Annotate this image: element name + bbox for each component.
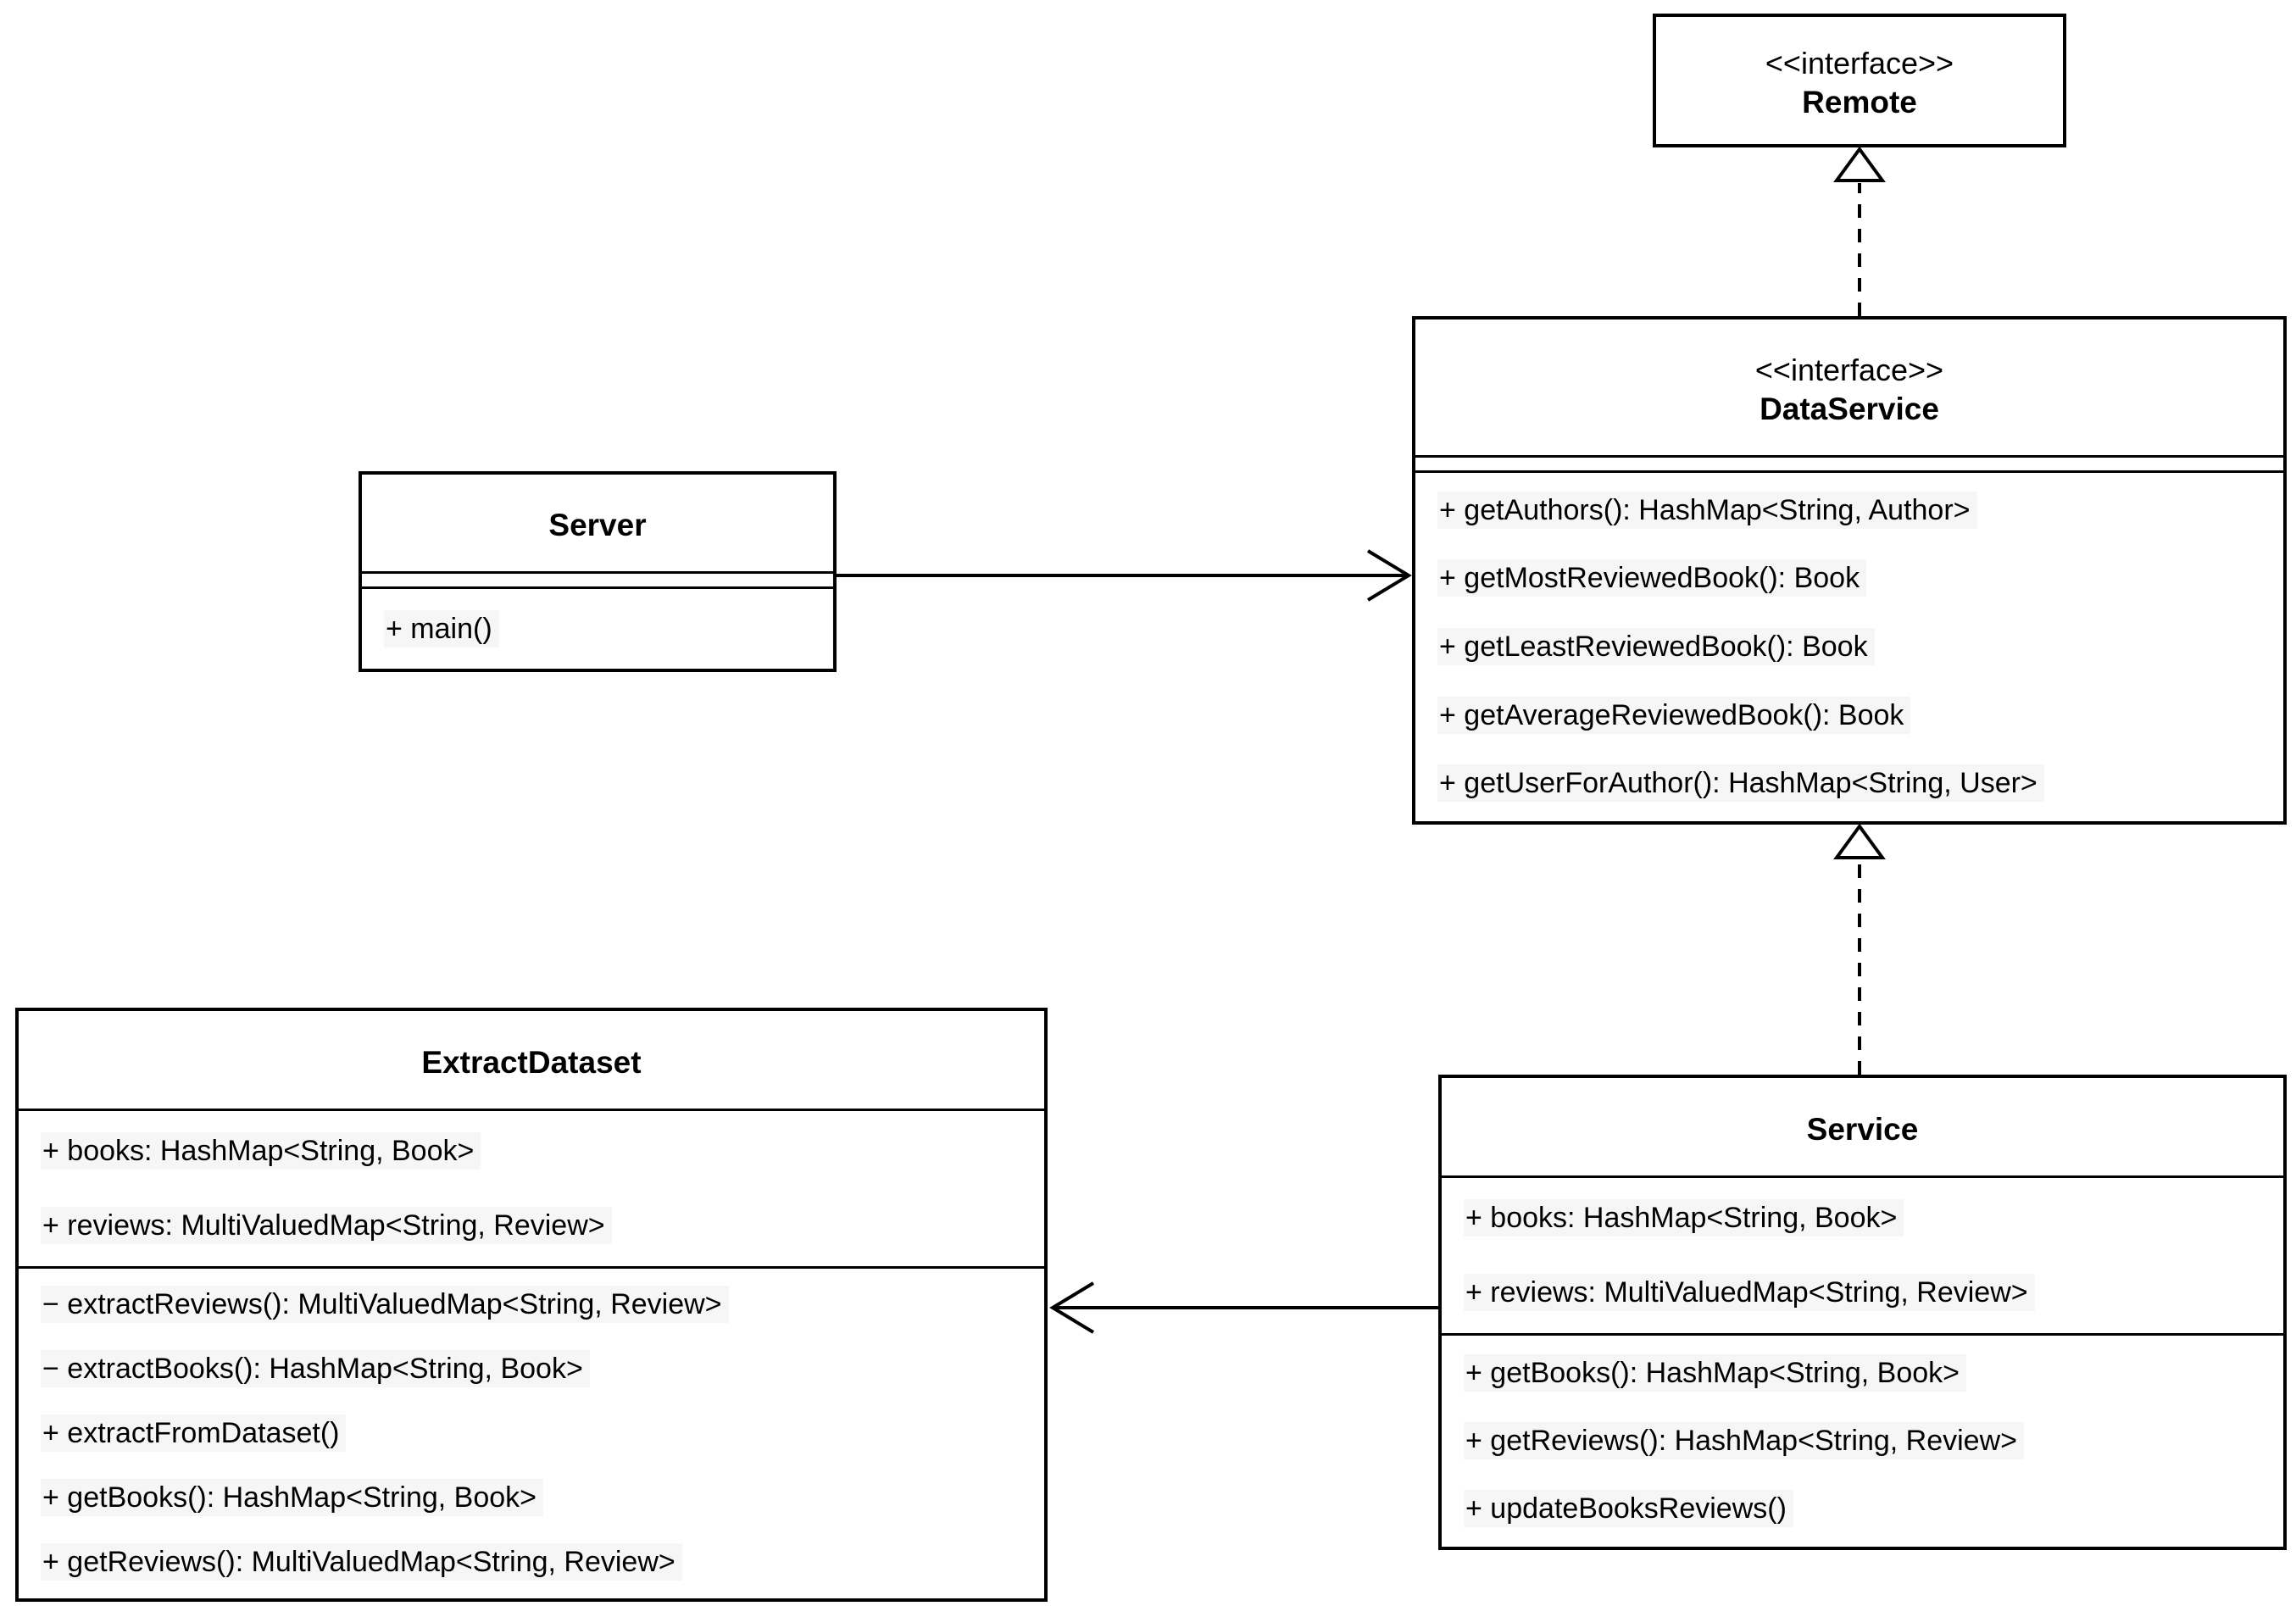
attribute-text: + books: HashMap<String, Book> <box>1464 1199 1904 1237</box>
method-text: + updateBooksReviews() <box>1464 1490 1793 1528</box>
open-arrowhead-icon <box>1049 1281 1095 1334</box>
method-text: + getAverageReviewedBook(): Book <box>1437 696 1911 734</box>
method-row: + getBooks(): HashMap<String, Book> <box>1464 1353 1967 1392</box>
attribute-row: + books: HashMap<String, Book> <box>41 1132 481 1170</box>
method-row: − extractBooks(): HashMap<String, Book> <box>41 1349 590 1387</box>
method-text: + getLeastReviewedBook(): Book <box>1437 627 1875 665</box>
method-row: − extractReviews(): MultiValuedMap<Strin… <box>41 1285 729 1323</box>
class-title-compartment: <<interface>> DataService <box>1415 320 2283 455</box>
attributes-compartment: + books: HashMap<String, Book> + reviews… <box>1442 1175 2283 1333</box>
method-text: + getBooks(): HashMap<String, Book> <box>1464 1353 1967 1392</box>
methods-compartment: − extractReviews(): MultiValuedMap<Strin… <box>19 1266 1044 1598</box>
method-row: + updateBooksReviews() <box>1464 1490 1793 1528</box>
method-text: + getAuthors(): HashMap<String, Author> <box>1437 491 1977 529</box>
method-text: + main() <box>384 609 499 647</box>
method-text: + getBooks(): HashMap<String, Book> <box>41 1479 544 1517</box>
class-title-compartment: Server <box>362 475 833 571</box>
method-text: + getUserForAuthor(): HashMap<String, Us… <box>1437 764 2044 803</box>
method-row: + getReviews(): MultiValuedMap<String, R… <box>41 1543 682 1581</box>
method-row: + extractFromDataset() <box>41 1414 347 1452</box>
method-text: + getMostReviewedBook(): Book <box>1437 559 1867 597</box>
method-row: + getLeastReviewedBook(): Book <box>1437 627 1875 665</box>
method-row: + getAverageReviewedBook(): Book <box>1437 696 1911 734</box>
attributes-compartment: + books: HashMap<String, Book> + reviews… <box>19 1109 1044 1266</box>
attribute-text: + reviews: MultiValuedMap<String, Review… <box>1464 1273 2035 1311</box>
attribute-text: + books: HashMap<String, Book> <box>41 1132 481 1170</box>
method-text: + getReviews(): HashMap<String, Review> <box>1464 1421 2024 1459</box>
class-extractdataset: ExtractDataset + books: HashMap<String, … <box>15 1008 1048 1602</box>
attribute-text: + reviews: MultiValuedMap<String, Review… <box>41 1206 612 1244</box>
attributes-compartment-empty <box>362 571 833 586</box>
method-row: + getUserForAuthor(): HashMap<String, Us… <box>1437 764 2044 803</box>
open-arrowhead-icon <box>1366 549 1412 602</box>
method-row: + main() <box>384 609 499 647</box>
method-text: + getReviews(): MultiValuedMap<String, R… <box>41 1543 682 1581</box>
method-text: + extractFromDataset() <box>41 1414 347 1452</box>
method-row: + getReviews(): HashMap<String, Review> <box>1464 1421 2024 1459</box>
attributes-compartment-empty <box>1415 455 2283 470</box>
hollow-triangle-icon <box>1833 146 1886 182</box>
class-name: Server <box>548 508 647 542</box>
association-service-to-extractdataset <box>1049 1281 1438 1334</box>
attribute-row: + reviews: MultiValuedMap<String, Review… <box>41 1206 612 1244</box>
class-name: Remote <box>1802 85 1917 119</box>
hollow-triangle-icon <box>1833 823 1886 859</box>
methods-compartment: + getBooks(): HashMap<String, Book> + ge… <box>1442 1333 2283 1547</box>
method-text: − extractReviews(): MultiValuedMap<Strin… <box>41 1285 729 1323</box>
method-row: + getAuthors(): HashMap<String, Author> <box>1437 491 1977 529</box>
class-stereotype: <<interface>> <box>1765 46 1954 81</box>
class-dataservice: <<interface>> DataService + getAuthors()… <box>1412 316 2287 825</box>
class-service: Service + books: HashMap<String, Book> +… <box>1438 1075 2287 1550</box>
realization-dataservice-to-remote <box>1833 146 1886 316</box>
method-row: + getMostReviewedBook(): Book <box>1437 559 1867 597</box>
method-text: − extractBooks(): HashMap<String, Book> <box>41 1349 590 1387</box>
realization-service-to-dataservice <box>1833 823 1886 1075</box>
class-stereotype: <<interface>> <box>1754 353 1944 387</box>
class-name: ExtractDataset <box>421 1044 642 1080</box>
class-name: Service <box>1806 1111 1919 1147</box>
class-remote: <<interface>> Remote <box>1653 14 2066 147</box>
class-title-compartment: Service <box>1442 1078 2283 1175</box>
class-title-compartment: ExtractDataset <box>19 1011 1044 1109</box>
methods-compartment: + getAuthors(): HashMap<String, Author> … <box>1415 470 2283 821</box>
attribute-row: + reviews: MultiValuedMap<String, Review… <box>1464 1273 2035 1311</box>
attribute-row: + books: HashMap<String, Book> <box>1464 1199 1904 1237</box>
association-server-to-dataservice <box>837 549 1412 602</box>
class-server: Server + main() <box>359 471 837 672</box>
methods-compartment: + main() <box>362 586 833 669</box>
class-name: DataService <box>1760 392 1939 426</box>
method-row: + getBooks(): HashMap<String, Book> <box>41 1479 544 1517</box>
class-title-compartment: <<interface>> Remote <box>1656 17 2063 144</box>
